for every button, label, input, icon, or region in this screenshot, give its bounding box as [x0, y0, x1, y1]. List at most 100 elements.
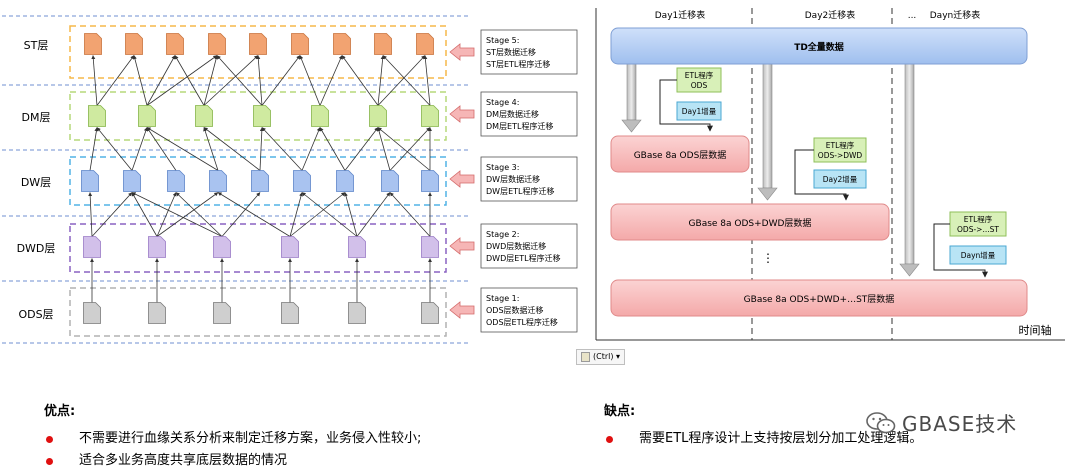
stage-pointer-arrow — [449, 301, 475, 319]
day1-header: Day1迁移表 — [655, 9, 706, 21]
dependency-edge — [299, 55, 321, 106]
cons-item: 需要ETL程序设计上支持按层划分加工处理逻辑。 — [606, 428, 922, 450]
stage-text: Stage 5: — [486, 36, 519, 45]
layer-box — [69, 287, 447, 337]
etl-box-1-line1: ETL程序 — [685, 70, 714, 80]
gbase-ods-label: GBase 8a ODS层数据 — [634, 149, 727, 161]
stage-text: Stage 2: — [486, 230, 519, 239]
data-node — [166, 33, 184, 55]
dependency-edge — [203, 55, 259, 106]
dependency-edge — [131, 127, 148, 171]
data-node — [369, 105, 387, 127]
dependency-edge — [256, 55, 263, 106]
cons-title: 缺点: — [604, 404, 636, 419]
data-node — [381, 170, 399, 192]
dependency-edge — [89, 127, 99, 171]
watermark: GBASE技术 — [866, 408, 1017, 437]
data-node — [421, 105, 439, 127]
increment-box-3-label: Dayn增量 — [961, 250, 996, 260]
etl-box-1 — [676, 67, 722, 93]
dependency-edge — [389, 192, 431, 237]
data-node — [249, 33, 267, 55]
dependency-edge — [96, 127, 133, 171]
stage-text: DM层ETL程序迁移 — [486, 121, 553, 131]
time-axis-label: 时间轴 — [1019, 323, 1052, 337]
etl-box-3-line1: ETL程序 — [964, 214, 993, 224]
dependency-edge — [289, 192, 303, 237]
increment-box-1-label: Day1增量 — [682, 106, 717, 116]
pros-item: 不需要进行血缘关系分析来制定迁移方案，业务侵入性较小; — [46, 428, 421, 450]
dependency-edge — [301, 127, 321, 171]
layer-label: DWD层 — [17, 242, 56, 255]
dependency-edge — [146, 55, 176, 106]
stage-box — [480, 223, 578, 269]
gray-arrow-3 — [899, 63, 920, 277]
data-node — [123, 170, 141, 192]
data-node — [125, 33, 143, 55]
dependency-edge — [319, 127, 346, 171]
data-node — [333, 33, 351, 55]
data-node — [416, 33, 434, 55]
data-node — [311, 105, 329, 127]
etl-1-flow-arrow — [659, 79, 713, 132]
stage-box — [480, 29, 578, 75]
paste-options-button[interactable]: (Ctrl) ▾ — [576, 349, 626, 365]
data-node — [83, 236, 101, 258]
dependency-edge — [175, 192, 223, 237]
stage-text: ODS层ETL程序迁移 — [486, 317, 558, 327]
layer-label: DW层 — [21, 176, 51, 189]
stage-pointer-arrow — [449, 237, 475, 255]
layer-label: DM层 — [22, 111, 51, 124]
pros-item-text: 适合多业务高度共享底层数据的情况 — [79, 453, 288, 468]
layer-label: ST层 — [24, 39, 49, 52]
gbase-all-layers-bar — [610, 279, 1028, 317]
stage-text: ST层ETL程序迁移 — [486, 59, 550, 69]
pros-item-text: 不需要进行血缘关系分析来制定迁移方案，业务侵入性较小; — [79, 431, 422, 446]
dependency-edge — [221, 192, 261, 237]
bullet-dot — [46, 435, 53, 443]
stage-text: ODS层数据迁移 — [486, 305, 544, 315]
data-node — [281, 236, 299, 258]
gbase-ods-dwd-bar — [610, 203, 890, 241]
data-node — [421, 170, 439, 192]
dependency-edge — [382, 55, 431, 106]
dependency-edge — [216, 55, 263, 106]
data-node — [148, 302, 166, 324]
data-node — [336, 170, 354, 192]
dependency-edge — [377, 55, 385, 106]
dependency-edge — [356, 192, 391, 237]
layer-box — [69, 25, 447, 79]
dependency-edge — [146, 55, 218, 106]
etl-box-2-line2: ODS->DWD — [818, 151, 863, 160]
dependency-edge — [203, 127, 219, 171]
etl-box-3 — [949, 211, 1007, 237]
data-node — [374, 33, 392, 55]
data-node — [213, 236, 231, 258]
dayn-header: Dayn迁移表 — [930, 9, 980, 21]
dependency-edge — [203, 55, 219, 106]
gbase-ods-dwd-label: GBase 8a ODS+DWD层数据 — [689, 217, 812, 229]
dependency-edge — [96, 55, 135, 106]
data-node — [81, 170, 99, 192]
stage-text: DM层数据迁移 — [486, 109, 539, 119]
stage-pointer-arrow — [449, 43, 475, 61]
stage-text: DWD层ETL程序迁移 — [486, 253, 561, 263]
stage-pointer-arrow — [449, 170, 475, 188]
data-node — [84, 33, 102, 55]
data-node — [209, 170, 227, 192]
etl-box-2 — [813, 137, 867, 163]
data-node — [138, 105, 156, 127]
bullet-dot — [606, 435, 613, 443]
dependency-edge — [377, 55, 426, 106]
data-node — [251, 170, 269, 192]
gbase-all-layers-label: GBase 8a ODS+DWD+…ST层数据 — [744, 293, 895, 305]
dependency-edge — [301, 192, 358, 237]
stage-text: DW层ETL程序迁移 — [486, 186, 554, 196]
stage-text: DW层数据迁移 — [486, 174, 540, 184]
vertical-ellipsis: ⋮ — [762, 251, 774, 265]
increment-box-3 — [949, 245, 1007, 265]
data-node — [148, 236, 166, 258]
bullet-dot — [46, 457, 53, 465]
data-node — [88, 105, 106, 127]
layer-box — [69, 91, 447, 141]
